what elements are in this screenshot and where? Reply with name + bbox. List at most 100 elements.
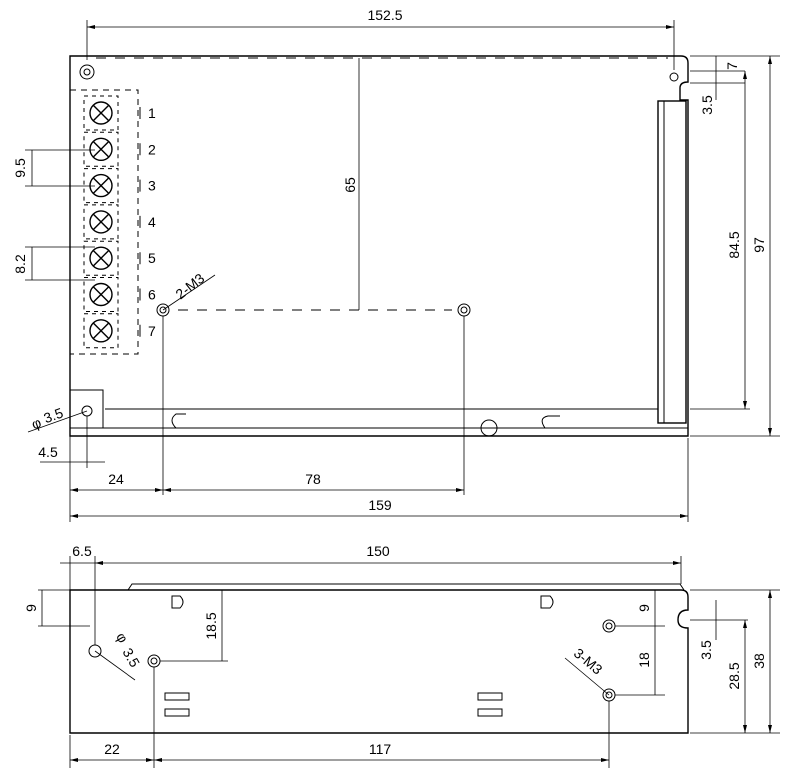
dim-label-side-hole-dia-prefix: φ [113, 630, 131, 646]
arrow [768, 56, 772, 64]
callout-screws-label: 2-M3 [172, 270, 207, 302]
terminal-box [83, 168, 119, 204]
terminal-number: 2 [148, 141, 156, 157]
dim-label-side-right-inner: 28.5 [726, 662, 742, 689]
terminal-box [83, 95, 119, 131]
arrow [768, 725, 772, 733]
arrow [768, 590, 772, 598]
left-mount-tab [70, 389, 104, 428]
screw-hole-m3-right [457, 303, 471, 317]
mount-hole-top-left-inner [83, 68, 91, 76]
side-slot-left [171, 595, 184, 609]
leader-hole-dia [27, 410, 88, 433]
dim-label-mount-span: 78 [305, 471, 321, 487]
side-view-outline [69, 589, 689, 734]
leader-side-hole-dia [94, 650, 136, 681]
base-clip-1 [171, 413, 186, 429]
screw-hole-m3-right-inner [460, 306, 468, 314]
arrow [743, 401, 747, 409]
terminal-box [83, 131, 119, 167]
side-screw-right-top [602, 619, 616, 633]
dim-label-pitch-a: 9.5 [12, 158, 28, 178]
base-clip-2 [541, 415, 560, 429]
terminal-cross [93, 250, 109, 267]
dim-label-side-left-offset: 6.5 [72, 543, 92, 559]
dim-label-side-center-y: 18.5 [203, 612, 219, 639]
leader-screws [162, 274, 216, 311]
dim-label-pitch-b: 8.2 [12, 254, 28, 274]
dim-label-side-overall-top: 150 [366, 543, 390, 559]
terminal-screw-icon [89, 137, 113, 162]
terminal-box [83, 277, 119, 312]
side-screw-right-bottom-inner [605, 691, 613, 699]
heat-sink [657, 100, 687, 424]
screw-hole-m3-left-inner [159, 306, 167, 314]
side-view: 6.5 150 9 φ 3.5 18.5 9 18 3-M3 3.5 28.5 [23, 543, 780, 768]
side-top-lip [127, 583, 685, 591]
dim-label-side-hole-dia: 3.5 [120, 645, 144, 670]
mount-slot-right [669, 72, 679, 82]
dim-label-side-right-hole: 3.5 [698, 640, 714, 660]
dim-label-side-left-hole-y: 9 [23, 604, 39, 612]
dim-label-center-vertical: 65 [342, 177, 358, 193]
mount-hole-top-left [79, 64, 95, 80]
terminal-cross [93, 105, 109, 121]
dim-label-side-bottom-span: 117 [369, 741, 392, 757]
terminal-number: 6 [148, 287, 156, 303]
terminal-screw-icon [89, 246, 113, 270]
arrow [95, 561, 103, 565]
terminal-screw-icon [89, 210, 113, 234]
terminal-screw-icon [89, 319, 113, 343]
terminal-number: 3 [148, 178, 156, 194]
arrow [70, 758, 78, 762]
terminal-number: 7 [148, 323, 156, 339]
side-screw-left-inner [150, 657, 158, 665]
terminal-block: 1 2 3 4 5 6 7 [69, 89, 156, 355]
arrow [155, 488, 163, 492]
terminal-cross [93, 322, 109, 339]
side-slot-right [540, 595, 554, 609]
terminal-number: 1 [148, 105, 156, 121]
dim-label-hole-dia: 3.5 [41, 404, 65, 426]
top-view-outline [69, 55, 689, 437]
terminal-box [83, 313, 119, 349]
dim-label-hole-dia-prefix: φ [29, 414, 43, 432]
side-screw-left [147, 654, 161, 668]
arrow [87, 25, 95, 29]
arrow [456, 488, 464, 492]
terminal-box [83, 240, 119, 276]
dim-label-side-bottom-left: 22 [104, 741, 120, 757]
dim-label-side-right-top: 9 [636, 604, 652, 612]
terminal-screw-icon [89, 101, 113, 125]
base-hole [480, 419, 498, 437]
arrow [743, 71, 747, 79]
arrow [154, 758, 162, 762]
arrow [666, 25, 674, 29]
dim-label-side-height-total: 38 [751, 653, 767, 669]
terminal-block-outline [69, 89, 139, 355]
arrow [146, 758, 154, 762]
arrow [70, 514, 78, 518]
terminal-number: 4 [148, 214, 156, 230]
terminal-screw-icon [89, 282, 113, 307]
vent [164, 692, 190, 701]
dim-label-mount-x: 24 [108, 471, 124, 487]
dim-label-height-inner: 84.5 [726, 231, 742, 258]
leader-side-screws [564, 657, 610, 696]
arrow [601, 758, 609, 762]
dim-label-overall-bottom: 159 [368, 497, 392, 513]
arrow [70, 488, 78, 492]
terminal-box [83, 204, 119, 240]
callout-side-screws-label: 3-M3 [571, 645, 606, 678]
dim-label-right-small: 7 [724, 62, 740, 70]
terminal-cross [93, 177, 109, 194]
arrow [743, 620, 747, 628]
dim-label-right-hole: 3.5 [699, 95, 715, 115]
dim-label-side-right-span: 18 [636, 652, 652, 668]
dim-label-overall-top: 152.5 [367, 7, 402, 23]
arrow [743, 725, 747, 733]
dim-label-left-offset: 4.5 [38, 444, 58, 460]
terminal-number: 5 [148, 250, 156, 266]
